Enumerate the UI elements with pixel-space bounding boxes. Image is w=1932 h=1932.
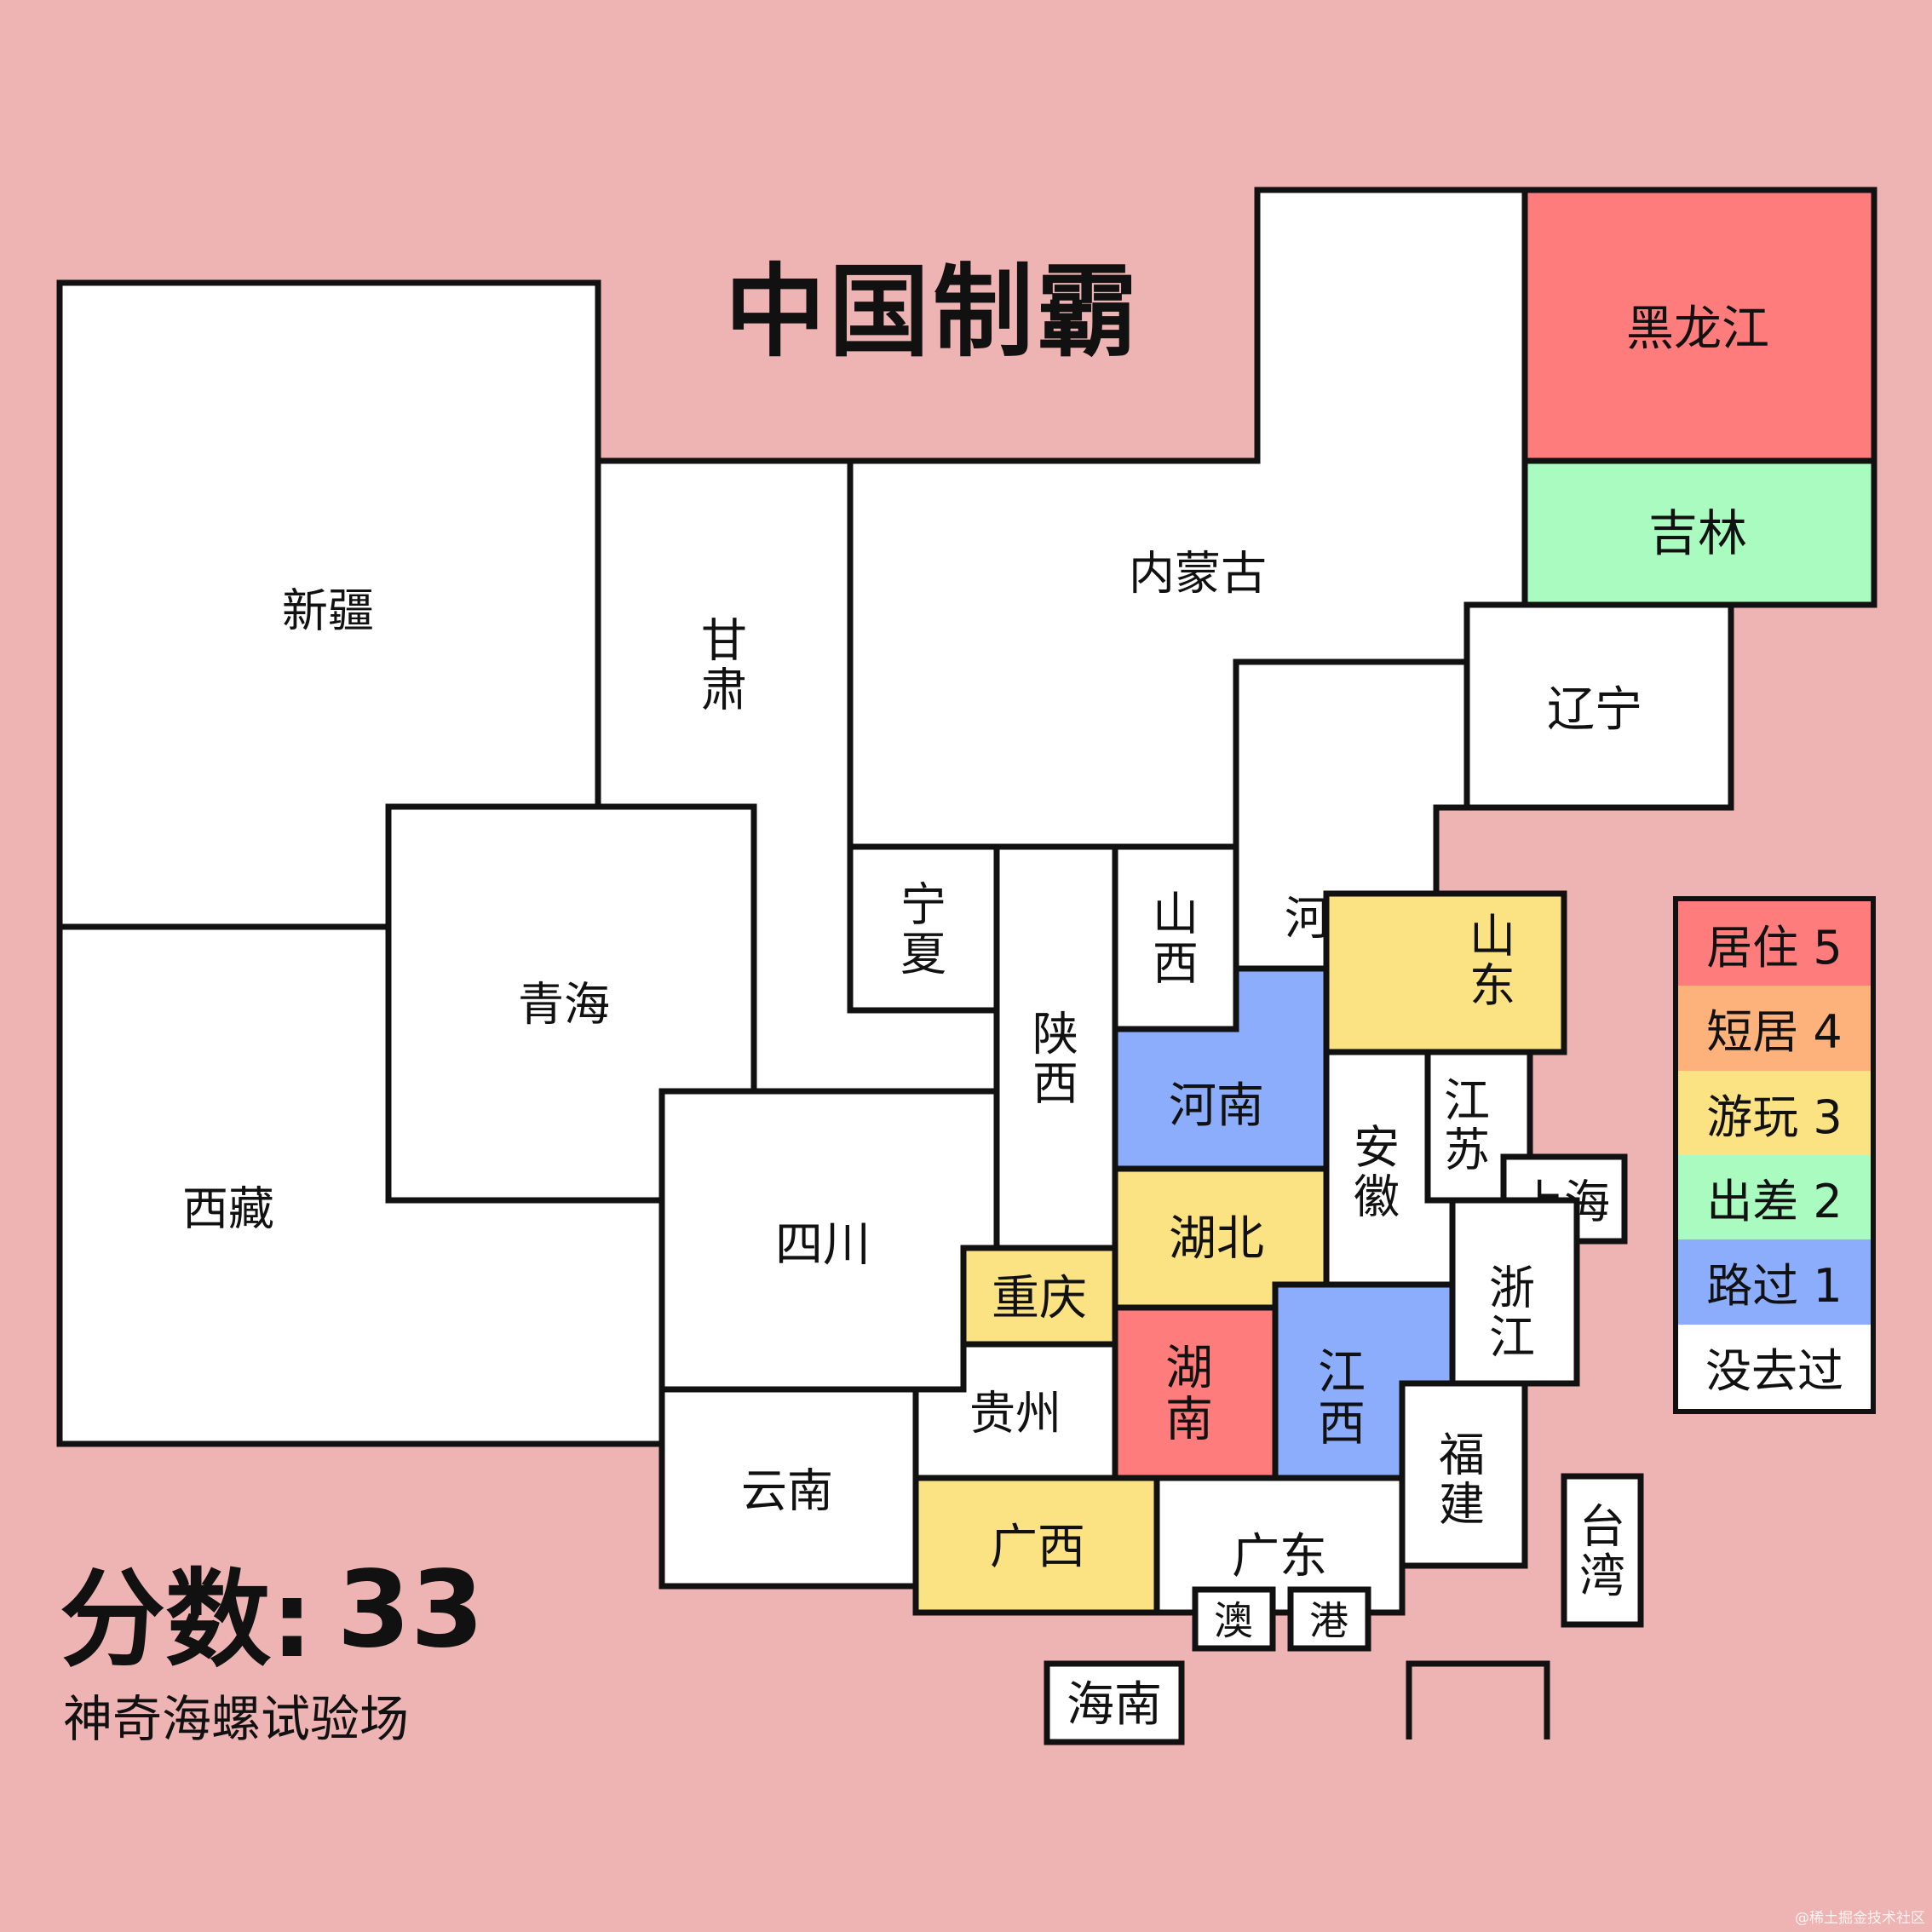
province-青海[interactable]: 青海 [385, 803, 757, 1204]
province-label: 黑龙江 [1626, 302, 1769, 357]
province-label: 青海 [518, 977, 610, 1031]
province-label: 云南 [741, 1463, 833, 1517]
province-label: 四川 [775, 1217, 871, 1273]
legend-item-level-0: 没去过 [1678, 1324, 1871, 1409]
subtitle: 神奇海螺试验场 [63, 1690, 410, 1748]
legend-item-level-4: 短居 4 [1678, 986, 1871, 1071]
province-shape[interactable] [1153, 1475, 1406, 1616]
province-label: 辽宁 [1547, 682, 1642, 738]
province-label: 江西 [1318, 1345, 1366, 1452]
province-shape[interactable] [1287, 1586, 1371, 1652]
province-label: 湖南 [1165, 1341, 1213, 1447]
province-海南[interactable]: 海南 [1044, 1660, 1185, 1745]
watermark: @稀土掘金技术社区 [1795, 1909, 1925, 1927]
province-label: 吉林 [1648, 504, 1747, 562]
province-西藏[interactable]: 西藏 [56, 923, 665, 1447]
province-湖南[interactable]: 湖南 [1112, 1304, 1279, 1481]
province-label: 台湾 [1579, 1499, 1625, 1602]
province-shape[interactable] [1192, 1586, 1276, 1652]
page-title: 中国制霸 [724, 252, 1141, 371]
province-label: 贵州 [969, 1386, 1061, 1440]
province-label: 内蒙古 [1129, 546, 1267, 600]
province-label: 广东 [1232, 1529, 1327, 1584]
province-label: 福建 [1439, 1428, 1485, 1531]
province-陕西[interactable]: 陕西 [993, 843, 1118, 1251]
province-label: 江苏 [1444, 1073, 1490, 1176]
score-label: 分数: [60, 1559, 313, 1682]
province-label: 陕西 [1032, 1007, 1078, 1110]
province-label: 西藏 [182, 1182, 274, 1235]
province-重庆[interactable]: 重庆 [960, 1245, 1118, 1348]
province-辽宁[interactable]: 辽宁 [1463, 601, 1734, 811]
province-label: 重庆 [992, 1271, 1087, 1326]
province-广东[interactable]: 广东 [1153, 1475, 1406, 1616]
province-四川[interactable]: 四川 [658, 1088, 1000, 1393]
south-sea-inset-frame [1406, 1660, 1550, 1739]
province-黑龙江[interactable]: 黑龙江 [1521, 187, 1877, 464]
province-宁夏[interactable]: 宁夏 [847, 843, 1000, 1014]
province-label: 浙江 [1489, 1261, 1535, 1364]
province-label: 港 [1309, 1598, 1348, 1644]
province-label: 广西 [990, 1520, 1085, 1575]
legend-item-level-5: 居住 5 [1678, 901, 1871, 986]
legend: 居住 5 短居 4 游玩 3 出差 2 路过 1 没去过 [1673, 896, 1876, 1414]
province-shape[interactable] [1561, 1473, 1644, 1628]
province-山西[interactable]: 山西 [1112, 843, 1239, 1032]
province-shape[interactable] [1323, 890, 1567, 1055]
province-澳门[interactable]: 澳 [1192, 1586, 1276, 1652]
province-shape[interactable] [1044, 1660, 1185, 1745]
province-label: 河南 [1169, 1078, 1264, 1134]
province-台湾[interactable]: 台湾 [1561, 1473, 1644, 1628]
legend-item-level-3: 游玩 3 [1678, 1070, 1871, 1155]
legend-item-level-1: 路过 1 [1678, 1239, 1871, 1325]
province-label: 安徽 [1354, 1120, 1400, 1223]
province-label: 宁夏 [900, 877, 946, 980]
province-label: 山东 [1469, 909, 1515, 1012]
province-label: 山西 [1153, 887, 1199, 990]
province-label: 新疆 [282, 584, 374, 637]
province-label: 海南 [1067, 1677, 1162, 1733]
province-云南[interactable]: 云南 [658, 1386, 919, 1590]
score-value: 33 [336, 1549, 485, 1671]
score: 分数: 33 [60, 1546, 503, 1682]
province-香港[interactable]: 港 [1287, 1586, 1371, 1652]
legend-item-level-2: 出差 2 [1678, 1154, 1871, 1240]
province-吉林[interactable]: 吉林 [1521, 457, 1877, 608]
province-广西[interactable]: 广西 [912, 1475, 1160, 1616]
province-label: 甘肃 [701, 613, 747, 716]
province-山东[interactable]: 山东 [1323, 890, 1567, 1055]
province-浙江[interactable]: 浙江 [1449, 1197, 1580, 1387]
province-label: 澳 [1214, 1598, 1253, 1644]
province-福建[interactable]: 福建 [1399, 1380, 1528, 1569]
province-label: 湖北 [1169, 1211, 1264, 1267]
